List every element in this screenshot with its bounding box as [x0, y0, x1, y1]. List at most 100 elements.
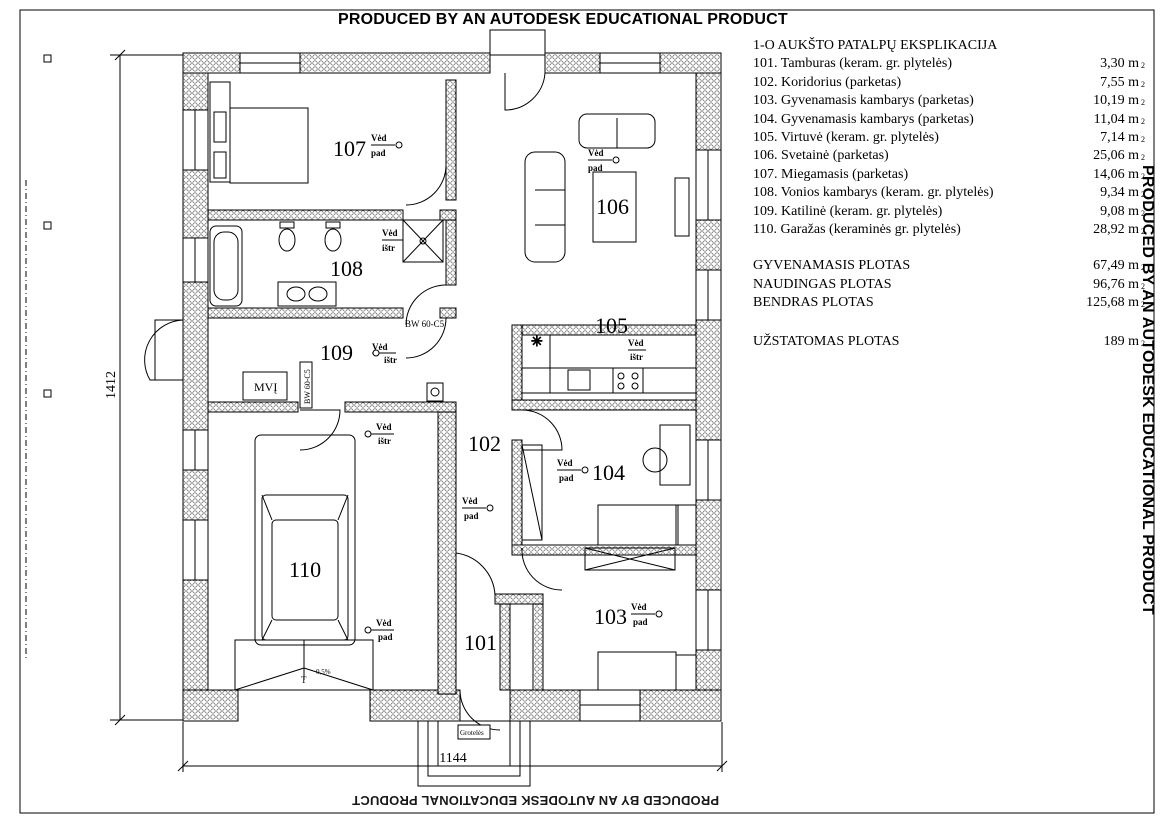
legend-total-area: 125,68 [1086, 295, 1125, 311]
legend-total-label: NAUDINGAS PLOTAS [753, 276, 892, 292]
top-entrance-frame [489, 29, 546, 56]
grating-label: Grotelės [460, 729, 484, 737]
legend-room-area: 25,06 [1093, 148, 1125, 164]
room-number-108: 108 [330, 256, 363, 281]
dimension-width: 1144 [439, 751, 466, 766]
svg-text:pad: pad [371, 148, 386, 158]
room-104-furniture [521, 424, 697, 571]
svg-text:Vėd: Vėd [631, 602, 647, 612]
vent-marker: Vėd pad [371, 133, 403, 158]
legend-room-row: 104. Gyvenamasis kambarys (parketas)11,0… [753, 111, 1145, 129]
legend-room-row: 101. Tamburas (keram. gr. plytelės)3,30 … [753, 55, 1145, 73]
legend-room-area: 28,92 [1093, 222, 1125, 238]
svg-text:Vėd: Vėd [371, 133, 387, 143]
vent-marker: Vėd pad [588, 148, 620, 173]
grid-marker [43, 54, 52, 63]
legend-room-area: 3,30 [1100, 56, 1125, 72]
svg-text:✳: ✳ [531, 335, 543, 350]
svg-text:pad: pad [633, 617, 648, 627]
grid-marker [43, 221, 52, 230]
legend-room-label: 109. Katilinė (keram. gr. plytelės) [753, 203, 943, 219]
legend-room-label: 102. Koridorius (parketas) [753, 74, 902, 90]
legend-total-area: 96,76 [1093, 276, 1125, 292]
car [254, 434, 356, 646]
legend-room-row: 109. Katilinė (keram. gr. plytelės)9,08 … [753, 203, 1145, 221]
svg-text:Vėd: Vėd [372, 342, 388, 352]
svg-text:Vėd: Vėd [382, 228, 398, 238]
dimension-height: 1412 [104, 371, 119, 399]
vent-marker: Vėd pad [631, 602, 663, 627]
legend-room-area: 9,08 [1100, 203, 1125, 219]
room-legend: 1-O AUKŠTO PATALPŲ EKSPLIKACIJA 101. Tam… [753, 37, 1145, 351]
legend-room-label: 110. Garažas (keraminės gr. plytelės) [753, 222, 961, 238]
legend-room-area: 14,06 [1093, 166, 1125, 182]
grid-marker [43, 389, 52, 398]
garage-drain [234, 639, 374, 691]
interior-walls [207, 79, 697, 695]
legend-room-label: 106. Svetainė (parketas) [753, 148, 889, 164]
legend-room-area: 7,55 [1100, 74, 1125, 90]
vent-markers: Vėd pad Vėd pad Vėd ištr Vėd ištr Vėd ištr Vė… [364, 133, 663, 642]
room-103-furniture [597, 651, 697, 691]
room-number-101: 101 [464, 630, 497, 655]
legend-total-label: BENDRAS PLOTAS [753, 295, 874, 311]
legend-total-label: GYVENAMASIS PLOTAS [753, 258, 911, 274]
svg-text:Vėd: Vėd [588, 148, 604, 158]
vent-marker: Vėd ištr [382, 228, 403, 253]
legend-room-label: 108. Vonios kambarys (keram. gr. plytelė… [753, 185, 994, 201]
boiler-room-fixtures [242, 361, 444, 409]
bed [209, 81, 309, 184]
svg-text:ištr: ištr [630, 352, 643, 362]
bw-label: BW 60-C5 [405, 319, 445, 329]
svg-text:Vėd: Vėd [628, 338, 644, 348]
legend-room-area: 9,34 [1100, 185, 1125, 201]
svg-text:pad: pad [378, 632, 393, 642]
legend-room-area: 11,04 [1093, 111, 1125, 127]
legend-room-label: 105. Virtuvė (keram. gr. plytelės) [753, 130, 939, 146]
dimension-lines [110, 49, 728, 772]
svg-text:Vėd: Vėd [376, 422, 392, 432]
room-number-107: 107 [333, 136, 366, 161]
legend-room-label: 103. Gyvenamasis kambarys (parketas) [753, 93, 974, 109]
svg-text:Vėd: Vėd [376, 618, 392, 628]
svg-text:pad: pad [559, 473, 574, 483]
legend-room-label: 107. Miegamasis (parketas) [753, 166, 909, 182]
legend-room-row: 110. Garažas (keraminės gr. plytelės) 28,… [753, 221, 1145, 239]
legend-built-value: 189 [1103, 333, 1125, 349]
slope-t-label: T [301, 675, 307, 685]
svg-text:ištr: ištr [384, 355, 397, 365]
vent-marker: Vėd ištr [372, 342, 397, 365]
room-numbers: 107 108 109 110 106 105 104 103 102 101 [289, 136, 629, 655]
legend-room-label: 101. Tamburas (keram. gr. plytelės) [753, 56, 952, 72]
svg-text:pad: pad [588, 163, 603, 173]
bw-label-vertical: BW 60-C5 [303, 369, 312, 404]
room-number-103: 103 [594, 604, 627, 629]
watermark-bottom: PRODUCED BY AN AUTODESK EDUCATIONAL PROD… [352, 793, 720, 808]
legend-room-row: 108. Vonios kambarys (keram. gr. plytelė… [753, 184, 1145, 202]
legend-room-area: 7,14 [1100, 130, 1125, 146]
windows [182, 52, 722, 722]
room-number-105: 105 [595, 313, 628, 338]
svg-text:Vėd: Vėd [462, 496, 478, 506]
sheet-frame [19, 9, 1155, 814]
room-number-110: 110 [289, 557, 321, 582]
vent-marker: Vėd pad [364, 618, 394, 642]
watermark-right: PRODUCED BY AN AUTODESK EDUCATIONAL PROD… [1139, 165, 1156, 615]
doors [144, 72, 563, 731]
legend-room-area: 10,19 [1093, 93, 1125, 109]
legend-total-area: 67,49 [1093, 258, 1125, 274]
slope-label: 0,5% [316, 668, 331, 676]
legend-built-label: UŽSTATOMAS PLOTAS [753, 333, 900, 349]
room-number-109: 109 [320, 340, 353, 365]
svg-text:ištr: ištr [382, 243, 395, 253]
